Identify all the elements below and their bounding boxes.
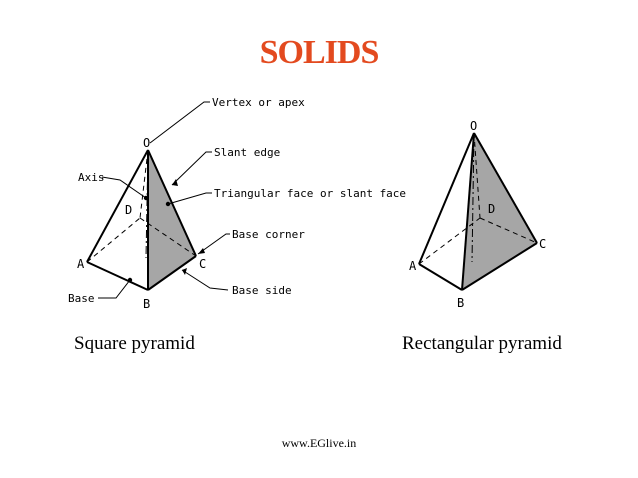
- callout-axis: Axis: [78, 171, 105, 184]
- axis-line-right: [471, 132, 475, 263]
- slant-face-shaded: [148, 150, 196, 290]
- edge-oa-right: [418, 132, 475, 265]
- hidden-edge-dc: [139, 217, 197, 257]
- hidden-edge-od: [139, 149, 149, 219]
- label-right-c: C: [539, 237, 546, 251]
- edge-bc: [147, 255, 197, 291]
- leader-vertex: [149, 101, 210, 144]
- leader-slant-edge: [171, 151, 212, 186]
- square-pyramid-figure: [86, 149, 197, 291]
- edge-bc-right: [461, 242, 538, 291]
- leader-base-corner: [197, 233, 230, 255]
- edge-oc-right: [473, 132, 538, 244]
- square-pyramid-leaders: [98, 101, 230, 299]
- page-title: SOLIDS: [259, 34, 380, 71]
- label-left-c: C: [199, 257, 206, 271]
- label-right-a: A: [409, 259, 417, 273]
- callout-vertex: Vertex or apex: [212, 96, 305, 109]
- caption-rectangular-pyramid: Rectangular pyramid: [402, 333, 562, 354]
- hidden-edge-dc-right: [479, 217, 538, 244]
- label-left-d: D: [125, 203, 132, 217]
- callout-triangular-face: Triangular face or slant face: [214, 187, 406, 200]
- edge-ab: [86, 261, 149, 291]
- leader-base: [98, 279, 131, 299]
- leader-axis: [101, 176, 147, 199]
- edge-ab-right: [418, 263, 463, 291]
- leader-face: [167, 192, 212, 205]
- slant-face-shaded-right: [462, 133, 537, 290]
- footer-url: www.EGlive.in: [281, 436, 357, 450]
- callout-base-corner: Base corner: [232, 228, 305, 241]
- label-left-b: B: [143, 297, 150, 311]
- label-left-a: A: [77, 257, 85, 271]
- hidden-edge-ad: [86, 217, 141, 263]
- callout-base-side: Base side: [232, 284, 292, 297]
- label-right-d: D: [488, 202, 495, 216]
- edge-oa: [86, 149, 149, 263]
- label-right-b: B: [457, 296, 464, 310]
- caption-square-pyramid: Square pyramid: [74, 333, 195, 354]
- leader-base-side: [181, 269, 229, 291]
- rectangular-pyramid-figure: [418, 132, 538, 291]
- callout-base: Base: [68, 292, 95, 305]
- label-right-o: O: [470, 119, 477, 133]
- edge-ob-right: [461, 132, 475, 291]
- hidden-edge-ad-right: [418, 217, 481, 265]
- label-left-o: O: [143, 136, 150, 150]
- callout-slant-edge: Slant edge: [214, 146, 280, 159]
- leader-arrowheads: [172, 179, 205, 275]
- leader-dots: [127, 195, 171, 283]
